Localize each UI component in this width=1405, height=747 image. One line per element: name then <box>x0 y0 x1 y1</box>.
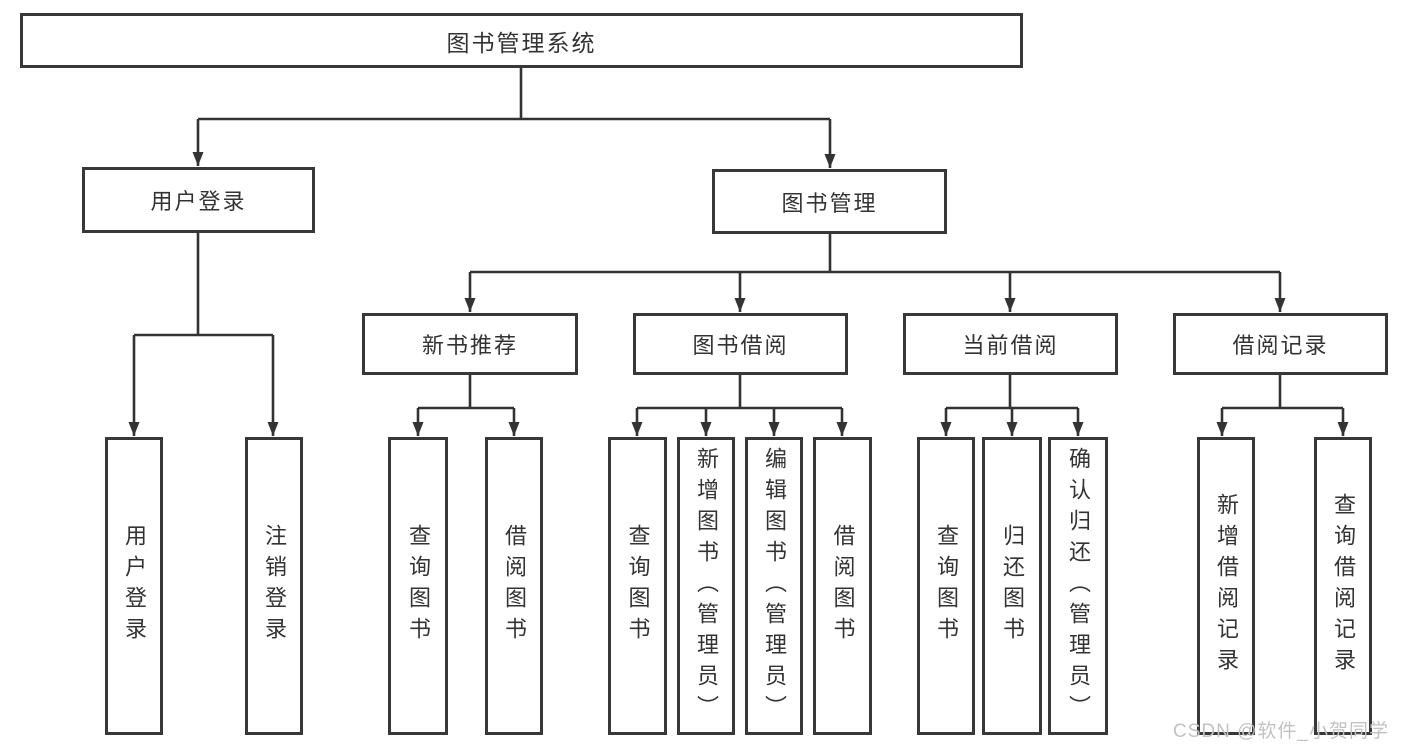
leaf-label: 新增图书（管理员） <box>694 446 719 726</box>
leaf-query-borrow-record: 查询借阅记录 <box>1314 437 1372 735</box>
leaf-query-books-current: 查询图书 <box>917 437 975 735</box>
leaf-confirm-return-admin: 确认归还（管理员） <box>1048 437 1108 735</box>
node-book-management: 图书管理 <box>712 169 947 234</box>
leaf-add-books-admin: 新增图书（管理员） <box>677 437 735 735</box>
leaf-label: 用户登录 <box>122 524 147 648</box>
node-root-system: 图书管理系统 <box>20 13 1023 68</box>
leaf-label: 确认归还（管理员） <box>1066 446 1091 726</box>
leaf-label: 注销登录 <box>262 524 287 648</box>
watermark-text: CSDN @软件_小贺同学 <box>1173 721 1389 742</box>
leaf-user-login: 用户登录 <box>105 437 163 735</box>
leaf-query-books-recommend: 查询图书 <box>388 437 448 735</box>
leaf-add-borrow-record: 新增借阅记录 <box>1197 437 1255 735</box>
node-user-login: 用户登录 <box>82 167 315 233</box>
leaf-label: 查询图书 <box>406 524 431 648</box>
leaf-label: 查询借阅记录 <box>1331 493 1356 679</box>
leaf-borrow-books-recommend: 借阅图书 <box>485 437 543 735</box>
leaf-query-books-borrowing: 查询图书 <box>608 437 667 735</box>
node-current-borrowing: 当前借阅 <box>903 313 1118 375</box>
node-book-borrowing: 图书借阅 <box>633 313 848 375</box>
leaf-label: 归还图书 <box>1000 524 1025 648</box>
leaf-label: 借阅图书 <box>502 524 527 648</box>
leaf-label: 查询图书 <box>934 524 959 648</box>
leaf-label: 借阅图书 <box>830 524 856 648</box>
leaf-label: 编辑图书（管理员） <box>762 446 787 726</box>
leaf-logout: 注销登录 <box>245 437 303 735</box>
leaf-label: 查询图书 <box>625 524 651 648</box>
leaf-return-books: 归还图书 <box>982 437 1042 735</box>
node-borrowing-records: 借阅记录 <box>1173 313 1388 375</box>
leaf-borrow-books: 借阅图书 <box>813 437 872 735</box>
leaf-label: 新增借阅记录 <box>1214 493 1239 679</box>
node-new-book-recommendation: 新书推荐 <box>362 313 578 375</box>
leaf-edit-books-admin: 编辑图书（管理员） <box>745 437 803 735</box>
